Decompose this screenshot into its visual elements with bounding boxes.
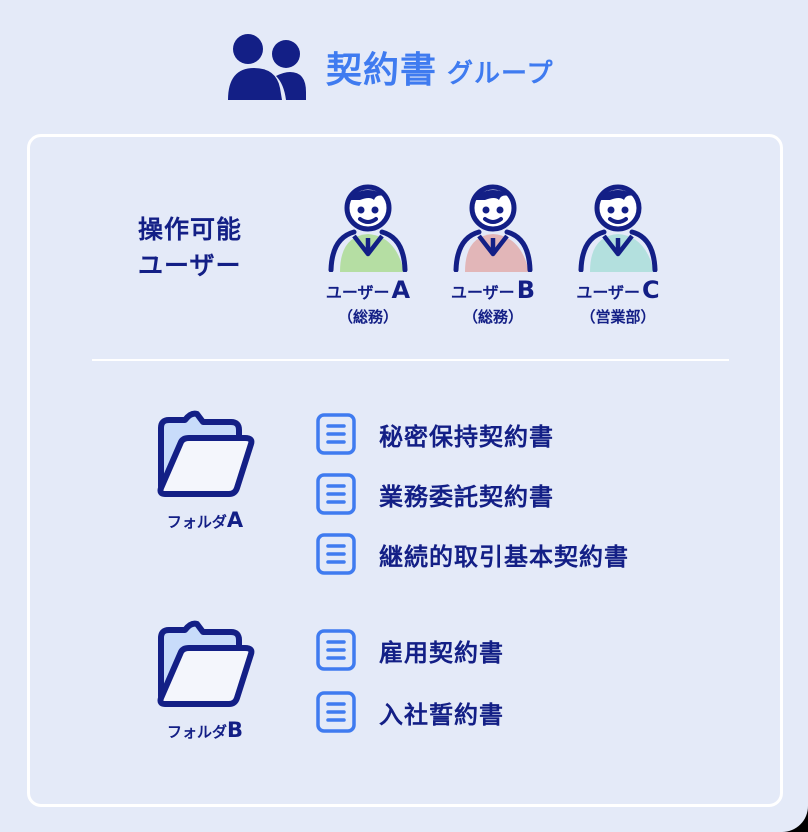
document-item[interactable]: 業務委託契約書 (315, 472, 554, 516)
document-name: 継続的取引基本契約書 (379, 542, 629, 571)
document-icon (316, 533, 356, 575)
folder-letter: B (227, 718, 244, 742)
page-title: 契約書 グループ (326, 41, 553, 93)
user-b: ユーザーB （総務） (438, 178, 548, 327)
header: 契約書 グループ (226, 32, 553, 102)
user-avatar-icon (328, 184, 408, 272)
label-line-1: 操作可能 (138, 215, 243, 244)
document-item[interactable]: 入社誓約書 (315, 690, 504, 734)
user-name-text: ユーザー (576, 283, 641, 302)
document-name: 雇用契約書 (379, 638, 504, 667)
folder-name-text: フォルダ (166, 513, 227, 531)
user-letter: B (516, 276, 535, 304)
user-a: ユーザーA （総務） (313, 178, 423, 327)
folder-a[interactable]: フォルダA (140, 410, 270, 532)
user-letter: C (642, 276, 660, 304)
document-item[interactable]: 継続的取引基本契約書 (315, 532, 629, 576)
user-avatar-icon (578, 184, 658, 272)
document-name: 業務委託契約書 (379, 482, 554, 511)
operable-users-label: 操作可能 ユーザー (138, 212, 242, 284)
user-c: ユーザーC （営業部） (563, 178, 673, 327)
user-name: ユーザーB (438, 276, 548, 304)
title-main: 契約書 (326, 50, 438, 91)
user-department: （総務） (337, 308, 398, 326)
users-group-icon (228, 34, 306, 100)
user-name-text: ユーザー (325, 283, 390, 302)
document-item[interactable]: 雇用契約書 (315, 628, 504, 672)
folder-open-icon (157, 620, 255, 707)
user-name: ユーザーA (313, 276, 423, 304)
document-name: 入社誓約書 (379, 700, 504, 729)
label-line-2: ユーザー (138, 251, 242, 280)
folder-open-icon (157, 410, 255, 497)
folder-name: フォルダB (140, 718, 270, 742)
user-letter: A (391, 276, 411, 304)
title-sub: グループ (447, 59, 554, 89)
section-divider (92, 359, 729, 361)
user-department: （営業部） (580, 308, 656, 326)
document-icon (316, 629, 356, 671)
document-item[interactable]: 秘密保持契約書 (315, 412, 554, 456)
folder-b[interactable]: フォルダB (140, 620, 270, 742)
document-name: 秘密保持契約書 (379, 422, 554, 451)
folder-name-text: フォルダ (166, 723, 227, 741)
content-card (27, 134, 783, 807)
user-department: （総務） (462, 308, 523, 326)
user-name-text: ユーザー (451, 283, 515, 302)
document-icon (316, 473, 356, 515)
document-icon (316, 413, 356, 455)
folder-letter: A (226, 508, 244, 532)
user-avatar-icon (453, 184, 533, 272)
folder-name: フォルダA (140, 508, 270, 532)
document-icon (316, 691, 356, 733)
user-name: ユーザーC (563, 276, 673, 304)
